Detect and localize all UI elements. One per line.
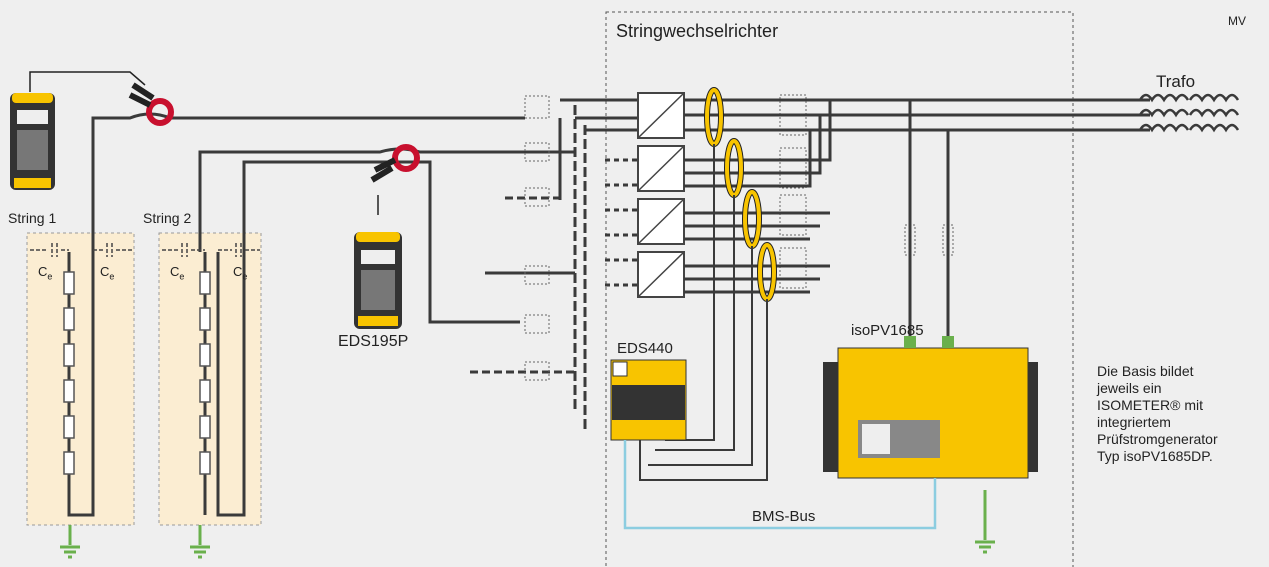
note-line: integriertem [1097, 414, 1171, 430]
description-note: Die Basis bildet jeweils ein ISOMETER® m… [1097, 363, 1257, 465]
eds440-label: EDS440 [617, 340, 673, 357]
isopv-label: isoPV1685 [851, 322, 924, 339]
capacitance-label: Ce [233, 264, 248, 282]
string2-label: String 2 [143, 210, 192, 226]
note-line: Prüfstromgenerator [1097, 431, 1218, 447]
eds195p-label: EDS195P [338, 333, 409, 350]
current-clamp-2 [370, 144, 420, 183]
note-line: jeweils ein [1097, 380, 1162, 396]
pv-modules-2 [199, 271, 211, 475]
inverter-units [637, 92, 685, 298]
pv-modules-1 [63, 271, 75, 475]
isopv1685-device [823, 336, 1038, 479]
note-line: Typ isoPV1685DP. [1097, 448, 1213, 464]
inverter-title: Stringwechselrichter [616, 21, 779, 41]
bms-bus-line [623, 440, 937, 530]
current-transformers [704, 87, 777, 302]
string2-wire-plus [216, 160, 520, 517]
ac-bus [684, 98, 1150, 340]
inverter-frame [605, 11, 1074, 567]
mv-label: MV [1228, 14, 1246, 28]
earth-symbols [60, 490, 995, 559]
note-line: ISOMETER® mit [1097, 397, 1203, 413]
note-line: Die Basis bildet [1097, 363, 1194, 379]
pv-string-1-panel [26, 232, 135, 526]
capacitors [30, 243, 260, 257]
capacitance-label: Ce [38, 264, 53, 282]
capacitance-label: Ce [100, 264, 115, 282]
capacitance-label: Ce [170, 264, 185, 282]
handheld-meter-1 [10, 71, 146, 190]
string1-label: String 1 [8, 210, 57, 226]
dc-bus [470, 98, 640, 430]
eds440-device [610, 359, 687, 441]
trafo-coils [1138, 93, 1240, 133]
trafo-label: Trafo [1156, 72, 1196, 91]
bms-bus-label: BMS-Bus [752, 508, 816, 525]
handheld-meter-eds195p [354, 195, 402, 329]
current-clamp-1 [128, 82, 174, 126]
